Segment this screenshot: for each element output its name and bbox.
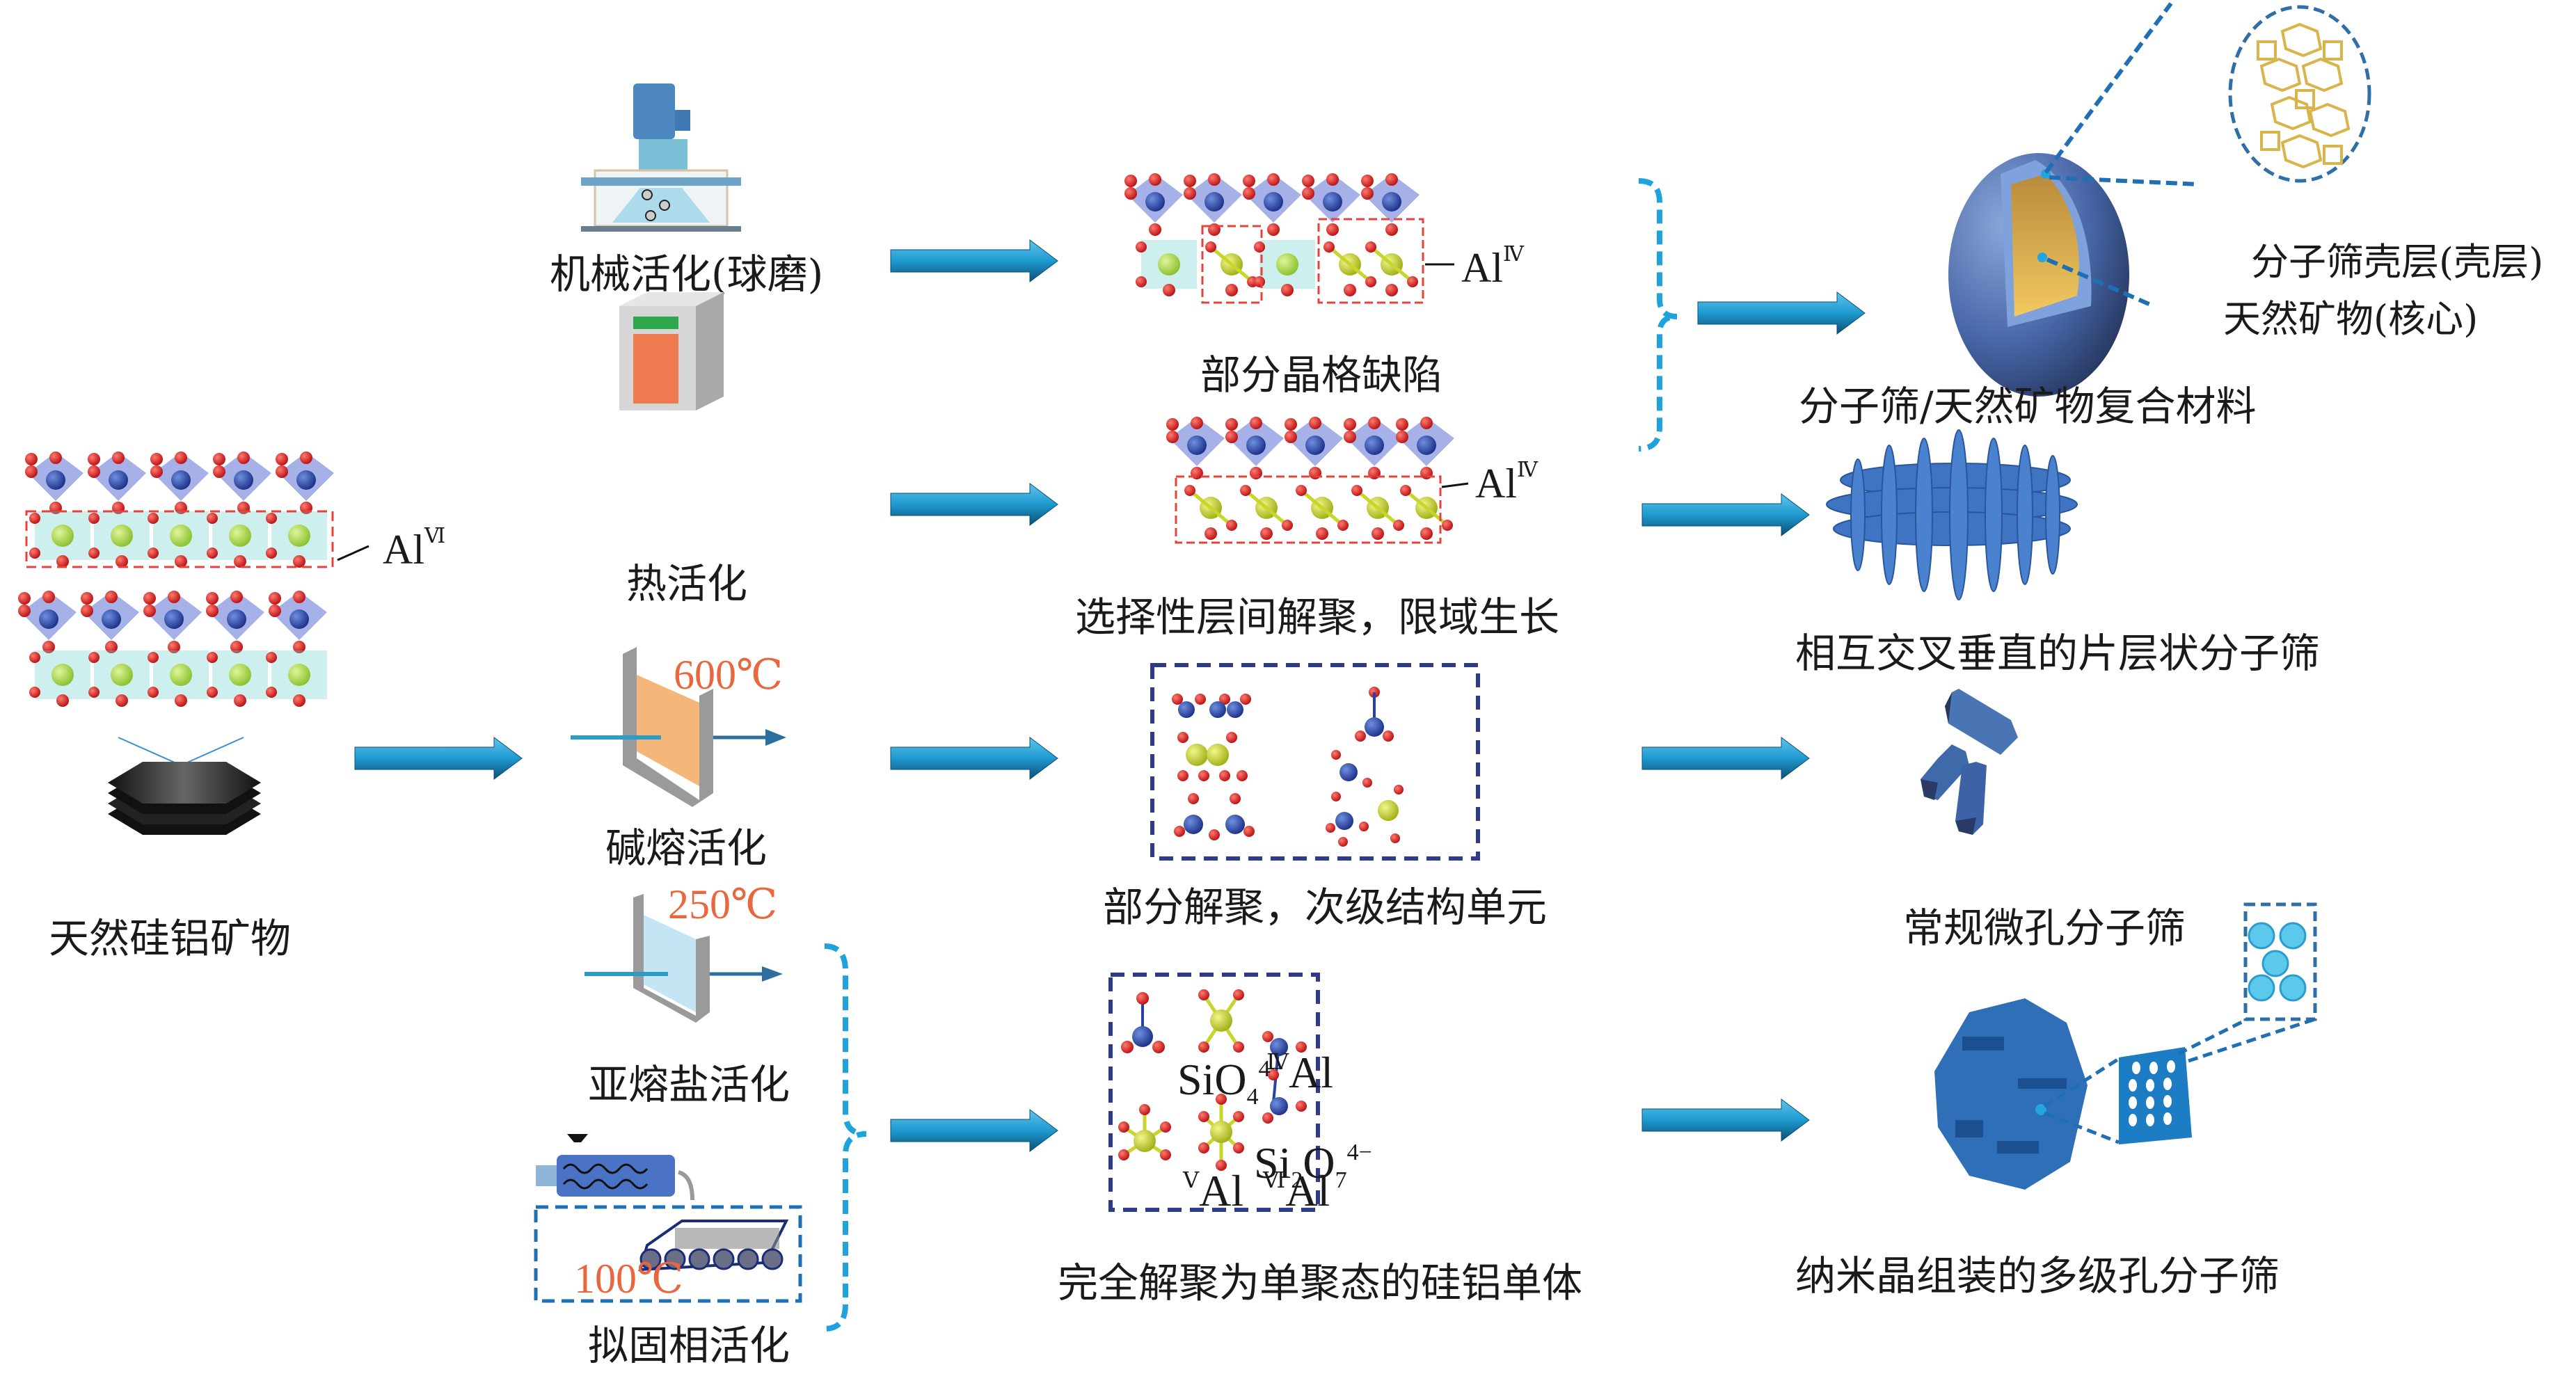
prism-crystals-icon: [1921, 689, 2018, 835]
temperature-label-250: 250℃: [668, 881, 778, 927]
shell-callout-label: 分子筛壳层(壳层): [2251, 240, 2544, 284]
species-al-iv: ⅣAl: [1266, 1048, 1333, 1097]
product-label-hierarchical: 纳米晶组装的多级孔分子筛: [1795, 1252, 2280, 1300]
delamination-highlight-box: [1175, 475, 1442, 544]
arrow-icon: [1641, 1099, 1810, 1142]
state-label-partial-depolymerization: 部分解聚，次级结构单元: [1103, 884, 1548, 931]
state-label-selective-delamination: 选择性层间解聚，限域生长: [1075, 593, 1560, 641]
defect-highlight-box: [1317, 218, 1424, 304]
method-label-thermal: 热活化: [626, 560, 748, 607]
partial-lattice-defect-structure-icon: [1124, 173, 1454, 304]
core-shell-sphere-icon: [1948, 2, 2200, 397]
extruder-conveyor-icon: [534, 1134, 802, 1303]
product-label-conventional-microporous: 常规微孔分子筛: [1903, 904, 2186, 952]
temperature-label-100: 100℃: [574, 1256, 684, 1302]
molten-bath-icon: [571, 647, 786, 807]
state-label-partial-defect: 部分晶格缺陷: [1200, 351, 1443, 399]
monomer-species-box: [1108, 973, 1320, 1212]
method-label-quasi-solid-phase: 拟固相活化: [588, 1322, 790, 1369]
hierarchical-zeolite-icon: [1934, 902, 2317, 1190]
method-label-mechanical: 机械活化(球磨): [550, 250, 824, 298]
zeolite-shell-framework-icon: [2228, 5, 2371, 183]
product-label-cross-lamellar: 相互交叉垂直的片层状分子筛: [1795, 630, 2321, 677]
delamination-al-annotation: AlⅣ: [1475, 458, 1538, 506]
mineral-layer-structure-icon: [18, 452, 369, 707]
core-callout-label: 天然矿物(核心): [2223, 297, 2479, 341]
method-label-alkali-fusion: 碱熔活化: [605, 824, 768, 872]
arrow-icon: [890, 1109, 1058, 1152]
brace-icon: [1638, 178, 1678, 452]
al-vi-highlight-box: [25, 510, 334, 568]
arrow-icon: [1641, 737, 1810, 780]
arrow-icon: [890, 239, 1058, 282]
source-al-annotation: AlⅥ: [383, 525, 446, 573]
source-mineral-label: 天然硅铝矿物: [49, 915, 292, 962]
temperature-label-600: 600℃: [674, 652, 784, 698]
secondary-building-units-box: [1150, 663, 1480, 861]
defect-highlight-box: [1201, 225, 1263, 304]
arrow-icon: [890, 483, 1058, 526]
cross-lamellar-zeolite-icon: [1826, 429, 2078, 600]
arrow-icon: [354, 737, 523, 780]
selective-delamination-structure-icon: [1166, 417, 1469, 544]
arrow-icon: [890, 737, 1058, 780]
ball-mill-icon: [581, 83, 741, 232]
mineral-crystal-stack-icon: [108, 737, 261, 835]
furnace-icon: [619, 292, 724, 410]
defect-al-annotation: AlⅣ: [1461, 243, 1524, 291]
product-label-core-shell: 分子筛/天然矿物复合材料: [1799, 383, 2257, 430]
method-label-sub-molten-salt: 亚熔盐活化: [588, 1061, 790, 1108]
arrow-icon: [1641, 493, 1810, 536]
species-si2o7: Si2O74−: [1254, 1138, 1372, 1193]
state-label-full-depolymerization: 完全解聚为单聚态的硅铝单体: [1058, 1259, 1583, 1307]
brace-icon: [824, 943, 867, 1332]
species-al-v: ⅤAl: [1183, 1166, 1244, 1215]
species-al-vi: ⅥAl: [1263, 1166, 1330, 1215]
species-sio4: SiO44−: [1177, 1055, 1284, 1110]
sub-molten-bath-icon: [585, 894, 783, 1023]
arrow-icon: [1697, 291, 1866, 335]
